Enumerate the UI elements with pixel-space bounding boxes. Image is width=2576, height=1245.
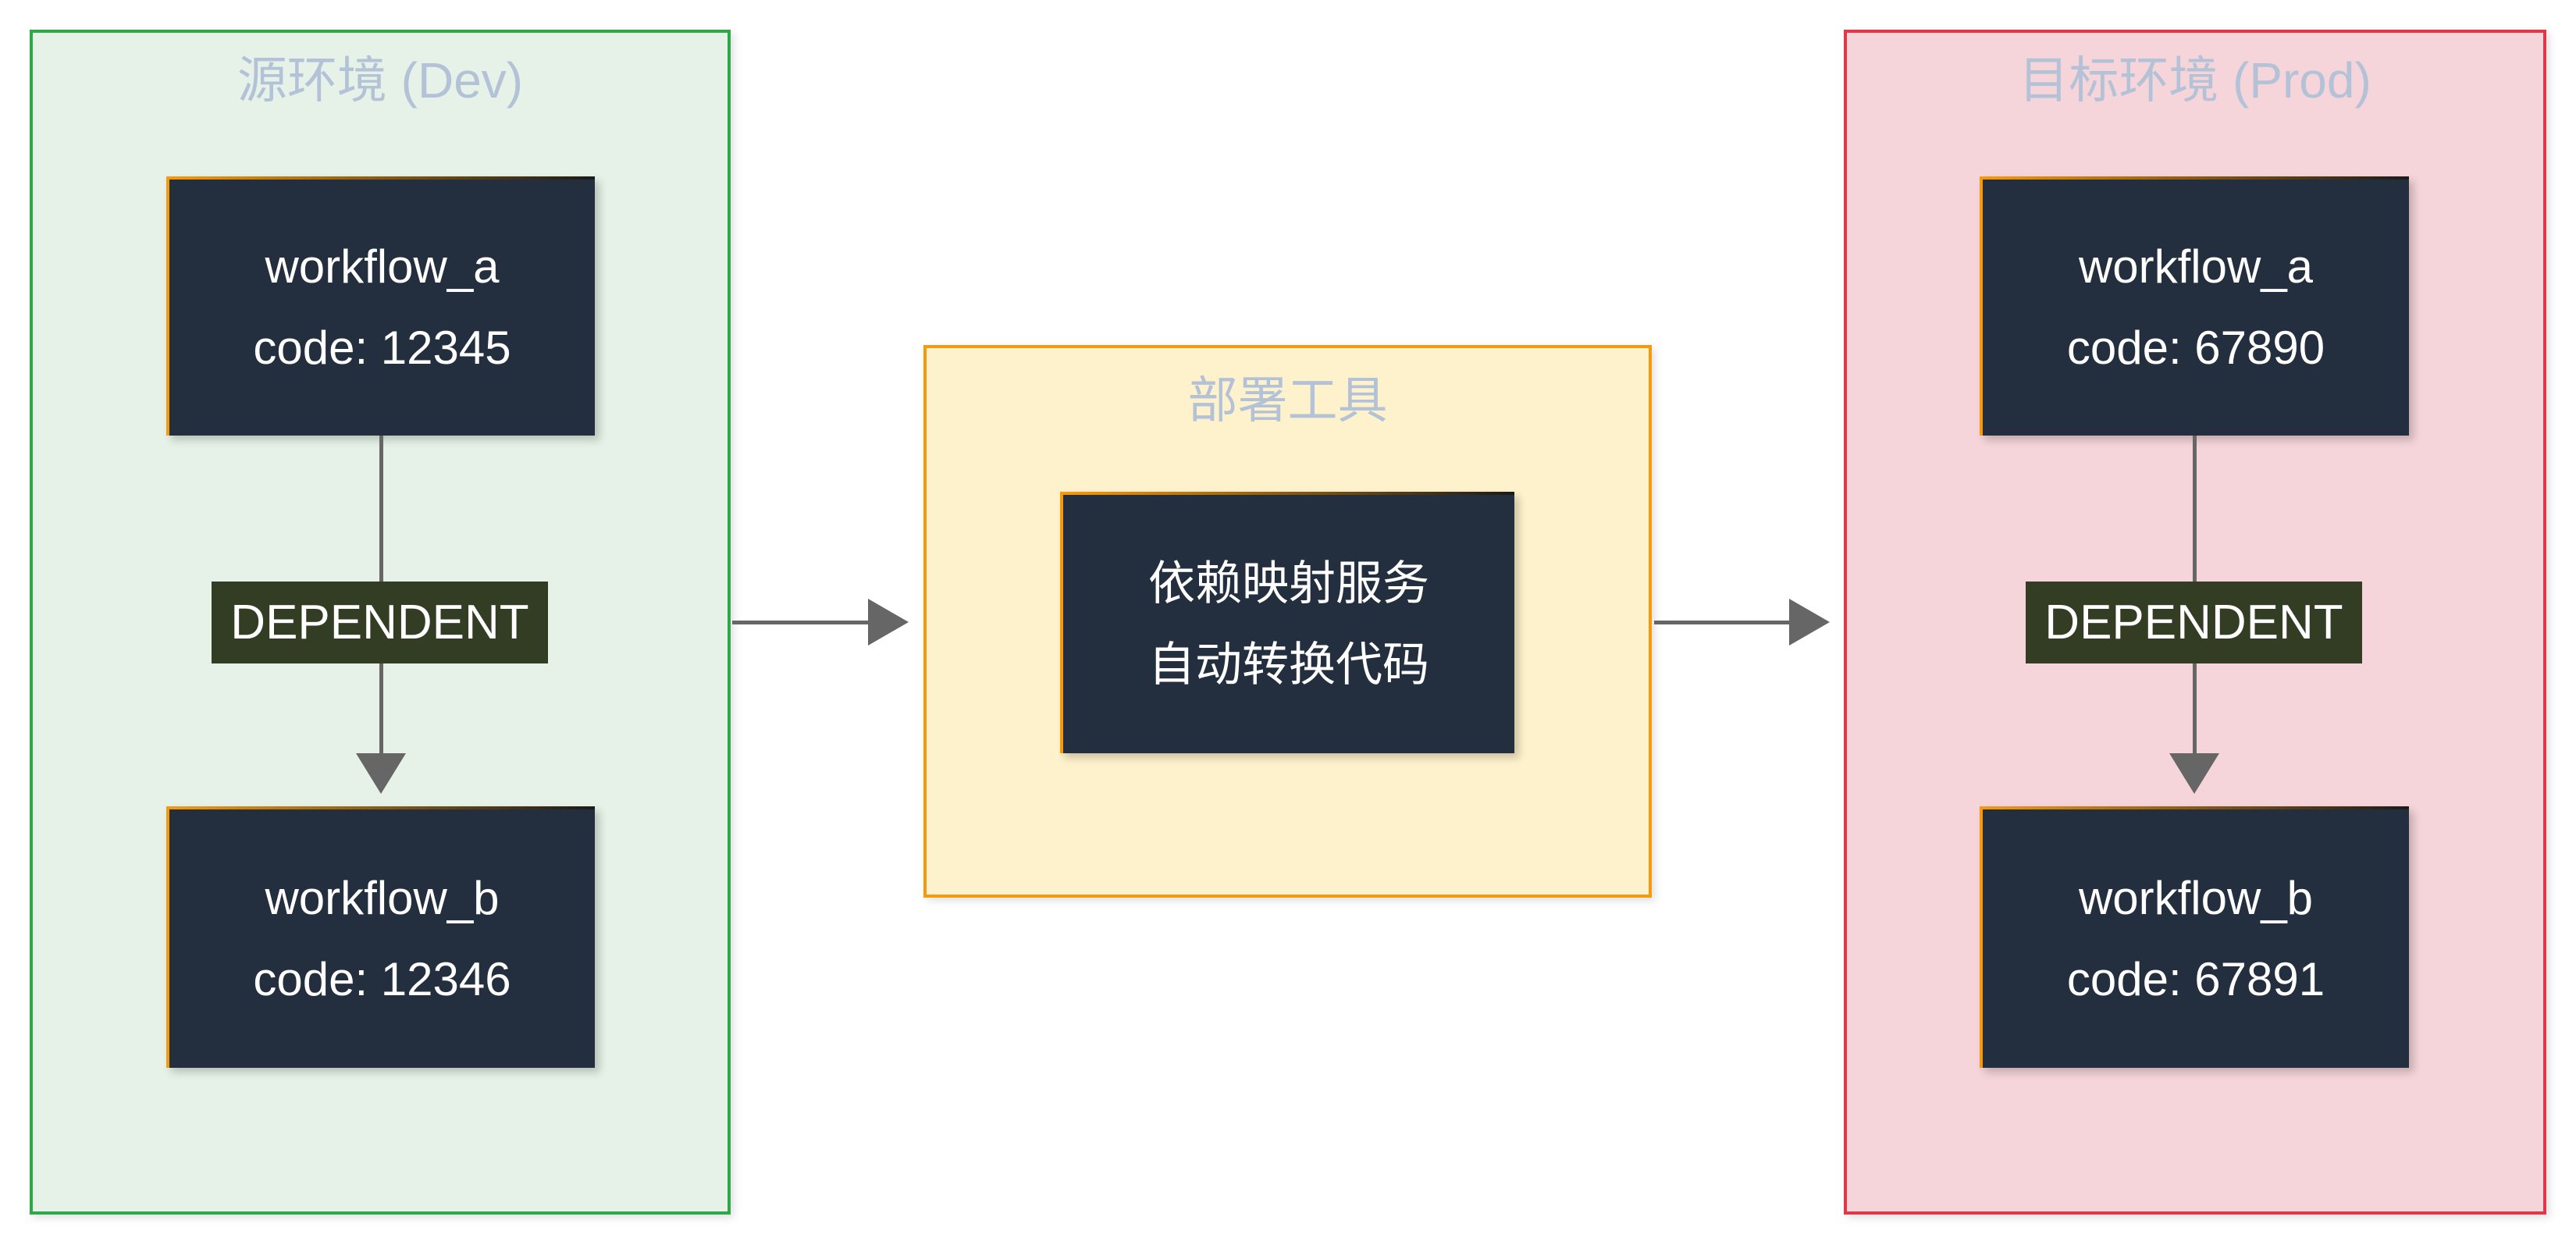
node-name: workflow_a xyxy=(2078,240,2314,293)
node-code: code: 67891 xyxy=(2066,952,2325,1005)
node-line: 依赖映射服务 xyxy=(1148,557,1429,610)
source-environment-title: 源环境 (Dev) xyxy=(237,52,524,108)
source-workflow-b-node[interactable]: workflow_b code: 12346 xyxy=(166,806,595,1068)
flow-arrow-line xyxy=(1654,621,1791,624)
arrowhead-icon xyxy=(2169,753,2219,794)
node-name: workflow_a xyxy=(265,240,500,293)
arrowhead-icon xyxy=(868,599,909,646)
node-name: workflow_b xyxy=(2078,871,2314,924)
dependent-edge-label: DEPENDENT xyxy=(2026,582,2362,663)
arrowhead-icon xyxy=(1789,599,1830,646)
node-name: workflow_b xyxy=(265,871,500,924)
node-code: code: 12346 xyxy=(253,952,511,1005)
dependent-edge-label: DEPENDENT xyxy=(212,582,548,663)
target-environment-title: 目标环境 (Prod) xyxy=(2019,52,2371,108)
node-code: code: 12345 xyxy=(253,322,511,374)
target-workflow-b-node[interactable]: workflow_b code: 67891 xyxy=(1980,806,2409,1068)
arrowhead-icon xyxy=(356,753,406,794)
node-code: code: 67890 xyxy=(2066,322,2325,374)
node-line: 自动转换代码 xyxy=(1148,638,1429,691)
flow-arrow-line xyxy=(732,621,870,624)
dependency-mapping-service-node[interactable]: 依赖映射服务 自动转换代码 xyxy=(1060,492,1514,753)
source-workflow-a-node[interactable]: workflow_a code: 12345 xyxy=(166,176,595,436)
target-workflow-a-node[interactable]: workflow_a code: 67890 xyxy=(1980,176,2409,436)
deploy-tool-title: 部署工具 xyxy=(1187,372,1388,429)
